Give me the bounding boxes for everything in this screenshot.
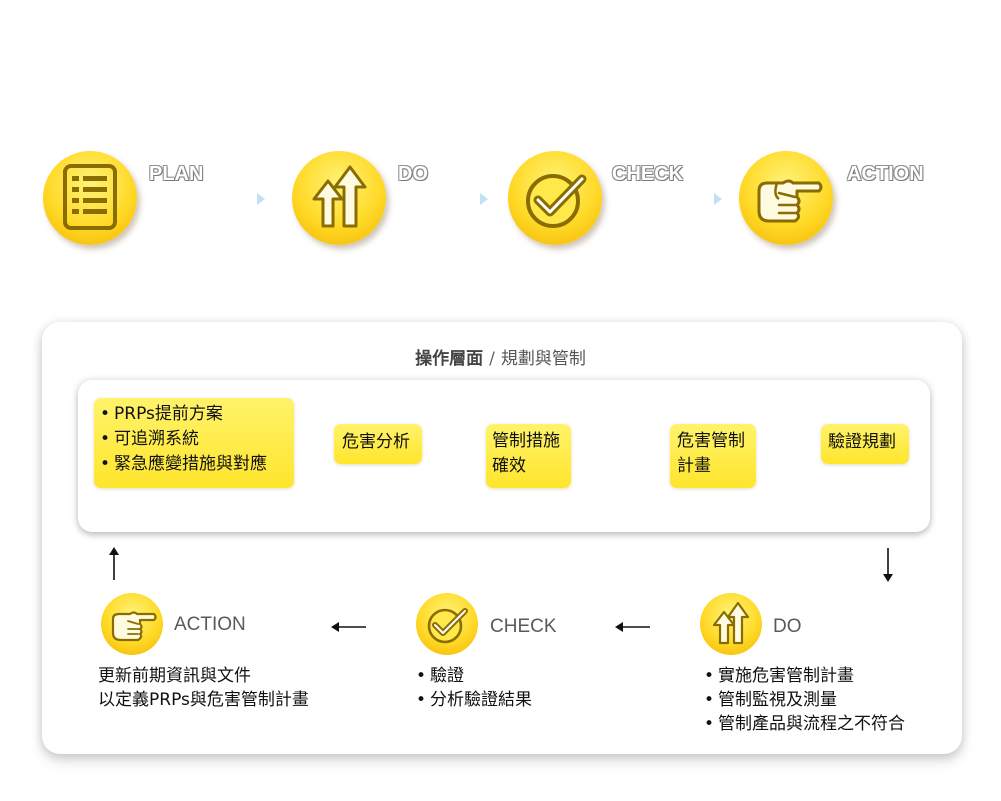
pointing-hand-icon: [111, 611, 157, 642]
action-label: ACTION: [847, 163, 924, 185]
box-text: 危害管制: [677, 431, 745, 451]
bottom-action-circle: [101, 593, 163, 655]
list-item: 可追溯系統: [94, 427, 294, 452]
prps-box: PRPs提前方案 可追溯系統 緊急應變措施與對應: [94, 398, 294, 488]
control-validation-box: 管制措施 確效: [486, 424, 571, 488]
up-arrows-icon: [712, 601, 750, 645]
check-icon: [526, 174, 587, 228]
action-description: 更新前期資訊與文件 以定義PRPs與危害管制計畫: [98, 664, 309, 712]
text-line: 以定義PRPs與危害管制計畫: [98, 690, 309, 710]
panel-title-separator: /: [489, 349, 495, 369]
box-text: 計畫: [677, 456, 711, 476]
pointing-hand-icon: [757, 179, 823, 223]
do-check-connector: [480, 193, 488, 205]
bottom-do-label: DO: [773, 616, 802, 637]
box-text: 危害分析: [342, 432, 410, 452]
up-arrows-icon: [312, 165, 367, 228]
hazard-control-plan-box: 危害管制 計畫: [670, 424, 756, 488]
list-icon: [63, 164, 117, 230]
check-action-connector: [714, 193, 722, 205]
text-line: 更新前期資訊與文件: [98, 666, 251, 686]
panel-title: 操作層面/規劃與管制: [0, 344, 1001, 369]
check-description: 驗證 分析驗證結果: [414, 664, 532, 712]
hazard-analysis-box: 危害分析: [334, 424, 422, 464]
check-label: CHECK: [612, 163, 684, 185]
check-icon: [427, 608, 468, 644]
list-item: 管制監視及測量: [702, 688, 905, 712]
do-label: DO: [398, 163, 428, 185]
plan-do-connector: [257, 193, 265, 205]
plan-circle: [43, 151, 137, 245]
left-arrow-icon: [331, 622, 366, 632]
bottom-check-label: CHECK: [490, 616, 557, 637]
plan-label: PLAN: [149, 163, 204, 185]
box-text: 驗證規劃: [828, 432, 896, 452]
box-text: 管制措施: [492, 431, 560, 451]
down-arrow-icon: [883, 548, 893, 582]
list-item: PRPs提前方案: [94, 402, 294, 427]
bottom-action-label: ACTION: [174, 614, 246, 635]
action-circle: [739, 151, 833, 245]
up-arrow-icon: [109, 547, 119, 580]
do-description: 實施危害管制計畫 管制監視及測量 管制產品與流程之不符合: [702, 664, 905, 736]
bottom-do-circle: [700, 593, 762, 655]
list-item: 管制產品與流程之不符合: [702, 712, 905, 736]
list-item: 實施危害管制計畫: [702, 664, 905, 688]
list-item: 驗證: [414, 664, 532, 688]
bottom-check-circle: [416, 593, 478, 655]
verification-plan-box: 驗證規劃: [821, 424, 909, 464]
panel-title-main: 操作層面: [415, 349, 484, 369]
do-circle: [292, 151, 386, 245]
panel-title-sub: 規劃與管制: [500, 349, 586, 369]
list-item: 緊急應變措施與對應: [94, 452, 294, 477]
list-item: 分析驗證結果: [414, 688, 532, 712]
box-text: 確效: [492, 456, 526, 476]
check-circle: [508, 151, 602, 245]
left-arrow-icon: [615, 622, 650, 632]
